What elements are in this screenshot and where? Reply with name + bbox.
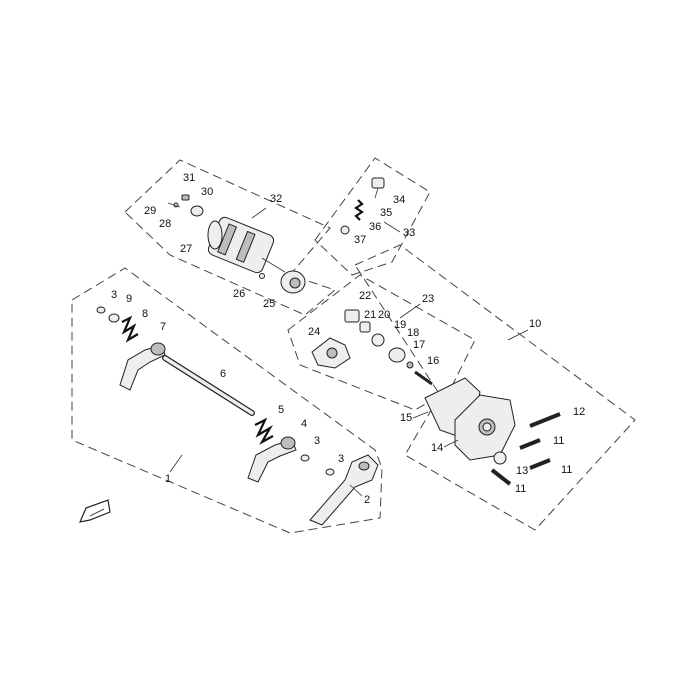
callout-19: 19 [394, 319, 406, 331]
callout-28: 28 [159, 218, 171, 230]
callout-16: 16 [427, 355, 439, 367]
callout-30: 30 [201, 186, 213, 198]
pin [259, 273, 265, 279]
callout-18: 18 [407, 327, 419, 339]
callout-11-c: 11 [515, 483, 526, 495]
callout-14: 14 [431, 442, 443, 454]
callout-36: 36 [369, 221, 381, 233]
callout-15: 15 [400, 412, 412, 424]
bearing [280, 270, 306, 294]
callout-4: 4 [301, 418, 307, 430]
callout-35: 35 [380, 207, 392, 219]
small-parts-28-31 [167, 194, 204, 217]
leader-lines [169, 207, 529, 497]
callout-26: 26 [233, 288, 245, 300]
group-boundary-33 [314, 157, 431, 276]
group-boundary-23 [287, 274, 476, 411]
seal [493, 451, 507, 465]
callout-33: 33 [403, 227, 415, 239]
callout-11-b: 11 [561, 464, 572, 476]
shift-fork-shaft [162, 355, 255, 416]
callout-25: 25 [263, 298, 275, 310]
group-boundary-10 [354, 244, 636, 531]
callout-24: 24 [308, 326, 320, 338]
clip-3-low [325, 468, 335, 476]
callout-31: 31 [183, 172, 195, 184]
callout-3-top: 3 [111, 289, 117, 301]
callout-7: 7 [160, 321, 166, 333]
group-boundary-1 [71, 267, 383, 534]
shift-lever [309, 454, 379, 526]
ring-9 [108, 313, 120, 323]
callout-21: 21 [364, 309, 376, 321]
callout-17: 17 [413, 339, 425, 351]
shift-drum [207, 216, 286, 274]
callout-12: 12 [573, 406, 585, 418]
callout-2: 2 [364, 494, 370, 506]
callout-3-low: 3 [338, 453, 344, 465]
callout-6: 6 [220, 368, 226, 380]
callout-20: 20 [378, 309, 390, 321]
callout-32: 32 [270, 193, 282, 205]
callout-37: 37 [354, 234, 366, 246]
spring-8 [121, 315, 139, 343]
spring-5 [254, 417, 274, 445]
callout-34: 34 [393, 194, 405, 206]
small-gear-set [344, 309, 433, 386]
callout-10: 10 [529, 318, 541, 330]
clip-3-top [96, 306, 106, 314]
group-boundary-32 [124, 159, 337, 316]
shift-fork-7 [119, 342, 166, 391]
callout-11-a: 11 [553, 435, 564, 447]
callout-8: 8 [142, 308, 148, 320]
callout-5: 5 [278, 404, 284, 416]
callout-9: 9 [126, 293, 132, 305]
callout-29: 29 [144, 205, 156, 217]
bolts [490, 412, 561, 486]
callout-22: 22 [359, 290, 371, 302]
clip-3-mid [300, 454, 310, 462]
arrow-front-icon [78, 499, 111, 523]
callout-27: 27 [180, 243, 192, 255]
detent-plunger [340, 177, 385, 235]
callout-13: 13 [516, 465, 528, 477]
cover-housing [454, 394, 516, 461]
callout-3-mid: 3 [314, 435, 320, 447]
shift-fork-4 [247, 436, 297, 483]
callout-23: 23 [422, 293, 434, 305]
shift-shaft-arm [311, 337, 351, 369]
callout-1: 1 [165, 473, 171, 485]
